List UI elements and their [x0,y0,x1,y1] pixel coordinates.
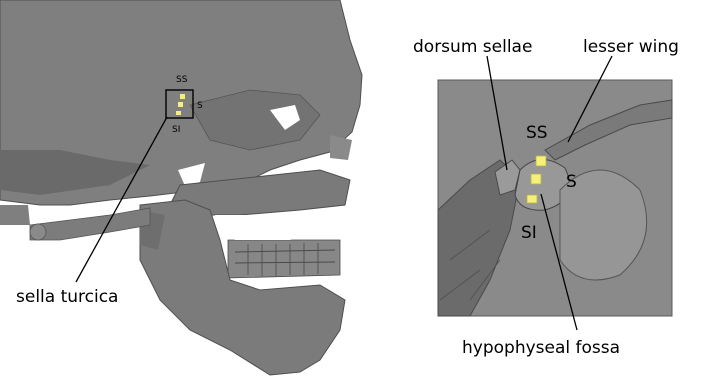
marker-si [527,195,537,203]
marker-ss-small [180,94,185,99]
label-ss: SS [526,123,548,143]
label-lesser-wing: lesser wing [583,37,679,57]
marker-si-small [176,111,181,115]
label-hypophyseal-fossa: hypophyseal fossa [462,338,620,358]
skull-render [0,0,362,375]
label-ss-small: SS [176,75,187,85]
marker-s [531,174,541,184]
zoom-panel [438,56,672,330]
marker-ss [536,156,546,166]
label-si: SI [521,223,537,243]
label-s: S [566,172,577,192]
label-sella-turcica: sella turcica [16,287,118,307]
label-s-small: S [197,101,203,111]
label-si-small: SI [172,125,180,135]
marker-s-small [178,102,183,107]
label-dorsum-sellae: dorsum sellae [413,37,532,57]
